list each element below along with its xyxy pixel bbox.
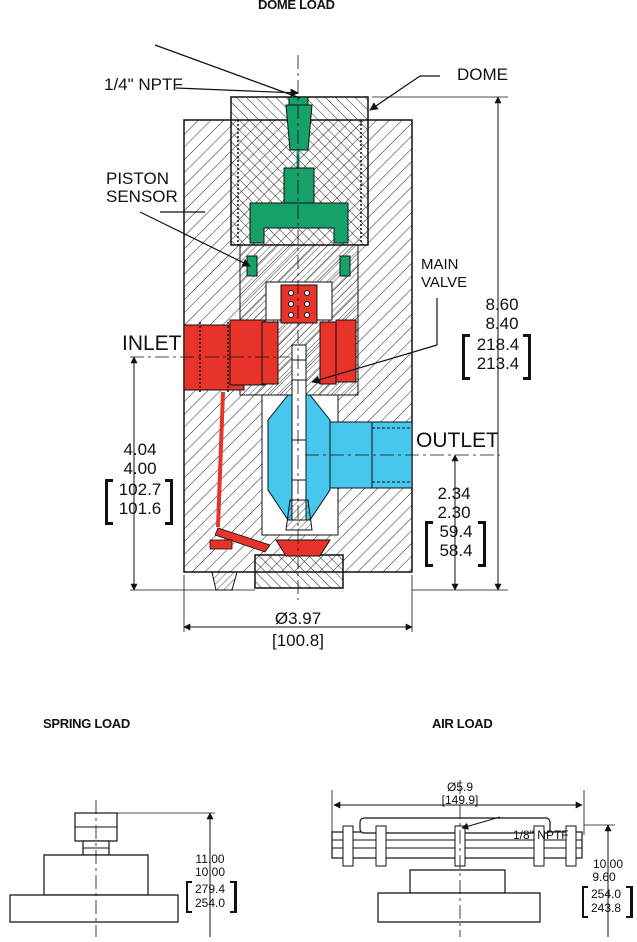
spring-load-header: SPRING LOAD — [43, 716, 130, 731]
inlet-bracket-left — [105, 479, 113, 525]
height-dim-mm-max: 218.4 — [476, 335, 520, 354]
air-load-header: AIR LOAD — [432, 716, 493, 731]
spring-bracket-right — [230, 881, 237, 913]
height-bracket-right — [523, 334, 531, 380]
diameter-dim: Ø3.97 — [274, 609, 322, 628]
inlet-dim-mm-max: 102.7 — [118, 480, 162, 499]
air-diameter-dim-mm: [149.9] — [441, 793, 479, 807]
valve-stem — [291, 344, 307, 521]
spring-dim-min: 10.00 — [194, 865, 226, 879]
outlet-dim-mm-max: 59.4 — [439, 522, 473, 541]
outlet-bracket-right — [478, 521, 486, 567]
inlet-label: INLET — [122, 332, 182, 355]
spring-dim-mm-min: 254.0 — [194, 896, 226, 910]
dome-load-section — [130, 44, 508, 632]
inlet-dim-mm-min: 101.6 — [118, 499, 162, 518]
outlet-dim-min: 2.30 — [437, 503, 471, 522]
air-bracket-left — [582, 886, 588, 918]
spring-dim-mm-max: 279.4 — [194, 882, 226, 896]
height-dim-min: 8.40 — [485, 314, 519, 333]
air-load-section — [331, 780, 615, 937]
piston-sensor-label-2: SENSOR — [106, 187, 178, 206]
piston-sensor-label-1: PISTON — [106, 169, 169, 188]
nptf-air-label: 1/8" NPTF — [513, 828, 569, 842]
inlet-dim-max: 4.04 — [123, 440, 157, 459]
inlet-dim-min: 4.00 — [123, 459, 157, 478]
spring-load-section — [9, 800, 215, 937]
air-dim-mm-min: 243.8 — [590, 901, 622, 915]
outlet-dim-mm-min: 58.4 — [439, 541, 473, 560]
air-dim-min: 9.60 — [592, 870, 616, 884]
red-spring — [280, 284, 318, 324]
air-dim-max: 10.00 — [592, 857, 624, 871]
bottom-cap — [254, 554, 344, 589]
outlet-dim-max: 2.34 — [437, 484, 471, 503]
main-valve-label-2: VALVE — [421, 274, 468, 291]
inlet-flow — [183, 319, 357, 557]
dome-label: DOME — [457, 65, 508, 84]
height-bracket-left — [462, 334, 470, 380]
outlet-bracket-left — [425, 521, 433, 567]
outlet-label: OUTLET — [416, 429, 499, 452]
nptf-top-label: 1/4" NPTF — [104, 75, 183, 94]
air-bracket-right — [626, 886, 633, 918]
spring-bracket-left — [186, 881, 192, 913]
height-dim-mm-min: 213.4 — [476, 354, 520, 373]
air-diameter-dim: Ø5.9 — [446, 780, 473, 794]
spring-dim-max: 11.00 — [195, 852, 225, 866]
height-dim-max: 8.60 — [485, 295, 519, 314]
inlet-bracket-right — [165, 479, 173, 525]
dome-load-header: DOME LOAD — [258, 0, 335, 12]
air-dim-mm-max: 254.0 — [590, 887, 622, 901]
main-valve-label-1: MAIN — [421, 256, 459, 273]
diameter-dim-mm: [100.8] — [272, 631, 324, 650]
